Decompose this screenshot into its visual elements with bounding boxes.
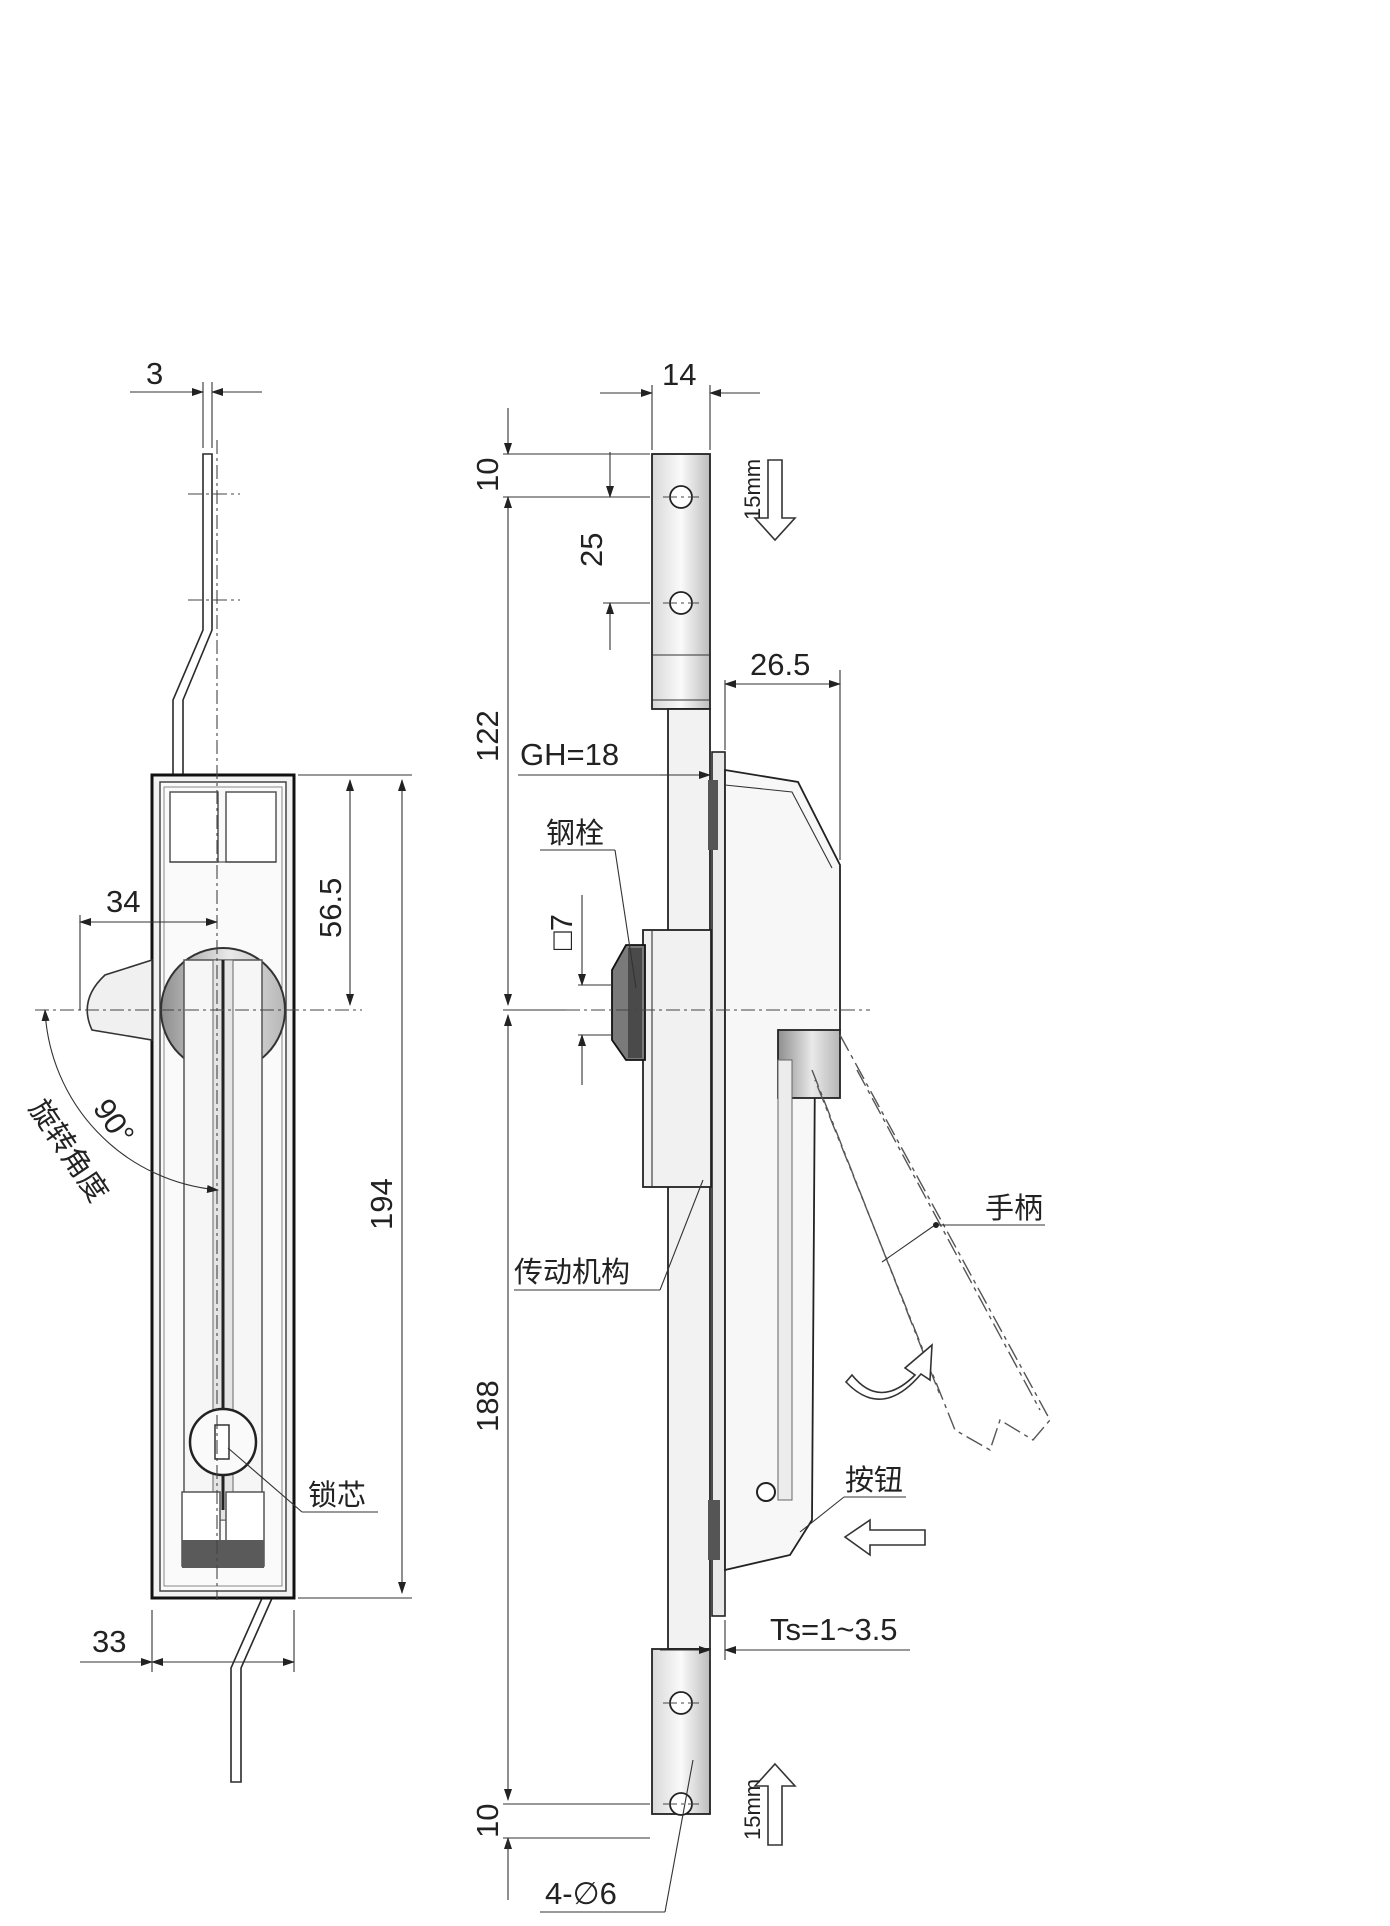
side-view-dimensions: 14 10 122 188 10 25 26.5 GH=18 — [470, 357, 1045, 1913]
lower-rod — [230, 1595, 275, 1783]
dim-33: 33 — [92, 1624, 126, 1659]
dim-26-5: 26.5 — [750, 647, 810, 682]
dim-194: 194 — [364, 1178, 399, 1230]
dim-25: 25 — [574, 533, 609, 567]
stroke-top: 15mm — [740, 459, 765, 520]
label-lock-cylinder: 锁芯 — [308, 1478, 366, 1512]
side-view — [566, 453, 1051, 1816]
dim-gh-18: GH=18 — [520, 737, 619, 772]
label-steel-bolt: 钢栓 — [546, 816, 604, 850]
dim-122: 122 — [470, 710, 505, 762]
label-button: 按钮 — [845, 1463, 903, 1497]
dim-sq7: □7 — [544, 914, 579, 950]
transmission-box — [642, 929, 712, 1188]
label-handle: 手柄 — [985, 1191, 1043, 1225]
dim-90-deg: 90° — [86, 1092, 141, 1150]
rotated-handle — [814, 1034, 1051, 1452]
up-arrow-icon — [753, 1762, 797, 1846]
stroke-bottom: 15mm — [740, 1779, 765, 1840]
dim-56-5: 56.5 — [313, 878, 348, 938]
dim-10-bottom: 10 — [470, 1804, 505, 1838]
lower-rod-plate — [651, 1648, 711, 1815]
push-arrow-icon — [843, 1518, 926, 1557]
panel-flange — [711, 751, 726, 1617]
dim-188: 188 — [470, 1380, 505, 1432]
dim-14: 14 — [662, 357, 696, 392]
dim-10-top: 10 — [470, 458, 505, 492]
dim-34: 34 — [106, 884, 140, 919]
down-arrow-icon — [753, 459, 797, 542]
upper-rod — [172, 453, 213, 778]
dim-3: 3 — [146, 356, 163, 391]
side-arm — [86, 958, 153, 1041]
label-transmission: 传动机构 — [514, 1255, 630, 1289]
stroke-indicators: 15mm 15mm — [740, 459, 933, 1846]
front-view — [35, 440, 362, 1783]
dim-ts: Ts=1~3.5 — [770, 1612, 898, 1647]
dim-holes: 4-∅6 — [545, 1876, 617, 1911]
rotate-arrow-icon — [844, 1343, 933, 1400]
